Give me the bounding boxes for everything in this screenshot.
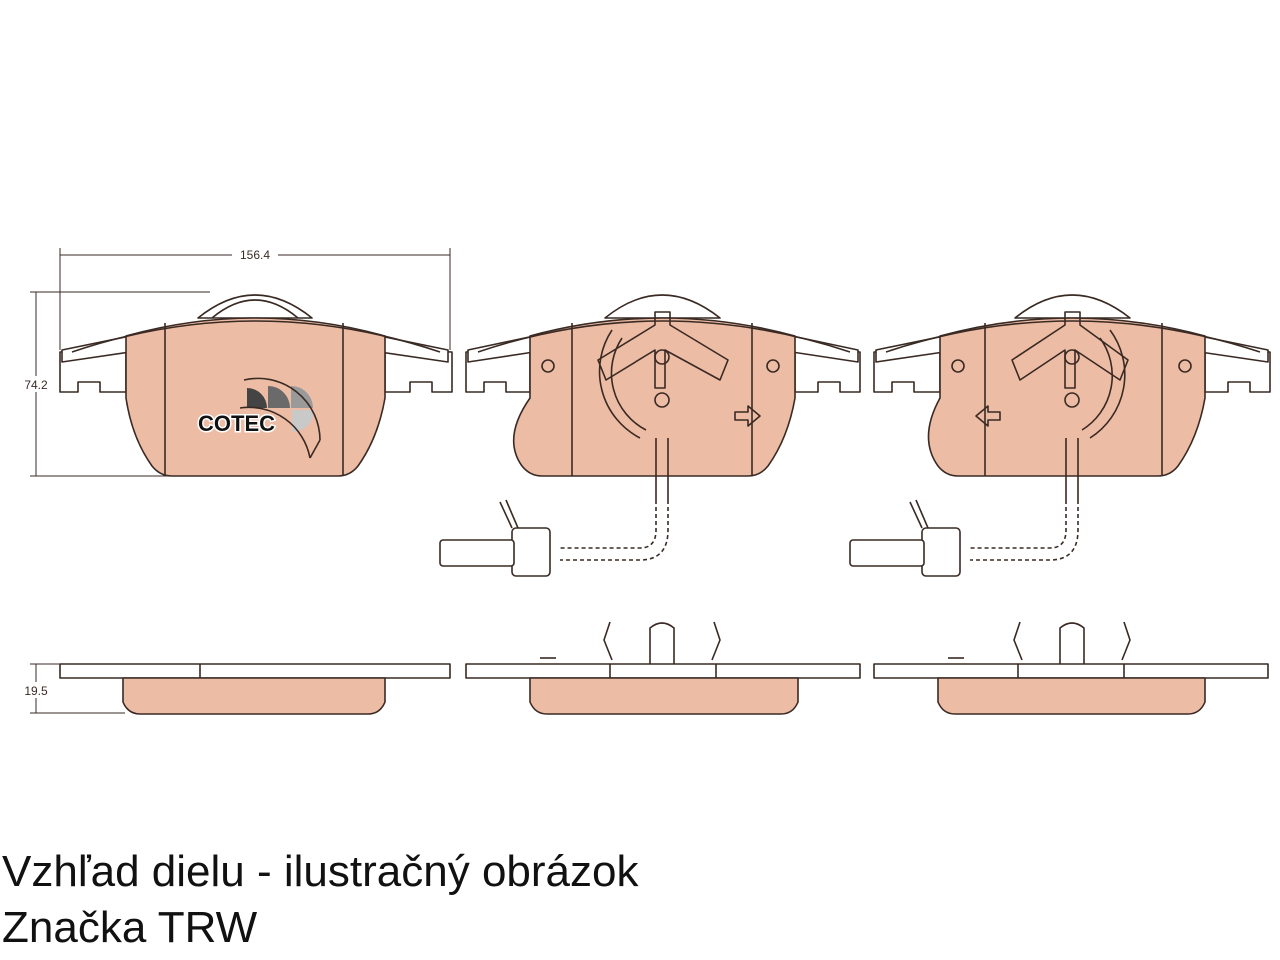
caption-brand: Značka TRW xyxy=(2,903,258,952)
brake-pad-technical-drawing: 156.4 74.2 19.5 C xyxy=(22,246,1271,715)
brake-pad-back-view-left xyxy=(439,294,861,577)
width-dimension-label: 156.4 xyxy=(240,248,270,262)
brake-pad-side-view-2 xyxy=(465,621,861,715)
brake-pad-front-view: COTEC xyxy=(59,294,453,477)
width-dimension: 156.4 xyxy=(59,246,451,350)
height-dimension-label: 74.2 xyxy=(24,378,48,392)
thickness-dimension-label: 19.5 xyxy=(24,684,48,698)
brake-pad-side-view-1 xyxy=(59,663,451,715)
brake-pad-side-view-3 xyxy=(873,621,1269,715)
brake-pad-back-view-right xyxy=(849,294,1271,577)
cotec-logo-text: COTEC xyxy=(198,411,275,436)
cotec-logo: COTEC xyxy=(197,377,321,459)
thickness-dimension: 19.5 xyxy=(22,663,125,714)
caption-illustration-note: Vzhľad dielu - ilustračný obrázok xyxy=(2,847,639,896)
